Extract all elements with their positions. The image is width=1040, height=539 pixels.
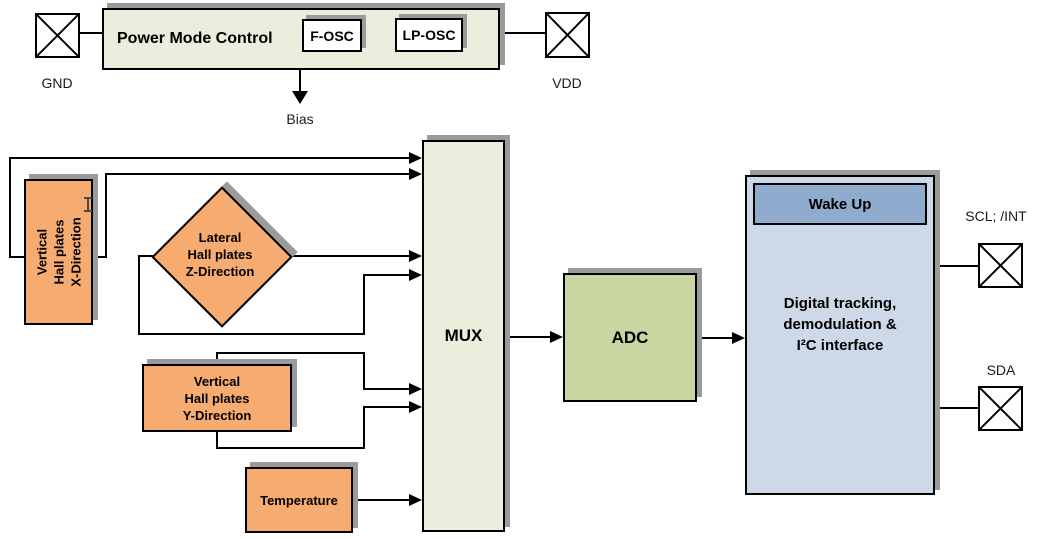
temperature-label: Temperature [260,492,338,508]
wire-hallx-left-stub [9,256,24,258]
wire-hallz-left-stub [138,255,153,257]
gnd-pin-label: GND [41,75,73,91]
i-beam-cursor [84,197,93,212]
wire-digital-to-scl [935,265,978,267]
scl-int-pin-label: SCL; /INT [965,208,1027,224]
pad-cross-icon [980,245,1021,286]
wire-hallz-down [138,255,140,335]
temperature-block: Temperature [245,467,353,533]
wire-digital-to-sda [935,407,978,409]
wire-pmc-to-vdd [500,32,545,34]
wire-hally-bottom-rise [363,406,365,449]
wire-adc-to-digital [697,337,732,339]
hall-x-block: Vertical Hall plates X-Direction [24,179,93,325]
wire-hally-top-drop [363,352,365,390]
bias-arrowhead-icon [292,91,308,104]
bias-label: Bias [286,111,314,127]
wire-hallx-left-riser [9,157,11,258]
mux-input3-arrowhead-icon [409,250,422,262]
vdd-pad [545,12,590,58]
lp-osc-block: LP-OSC [395,18,463,52]
mux-label: MUX [444,326,483,345]
vdd-pin-label: VDD [552,75,582,91]
f-osc-label: F-OSC [310,27,354,44]
wire-hally-bottom-run [216,447,365,449]
wire-hally-top-run [216,352,365,354]
wire-hally-bottom-stub [216,432,218,449]
mux-input1-arrowhead-icon [409,152,422,164]
hall-z-label: Lateral Hall plates Z-Direction [185,230,255,279]
digital-block-label: Digital tracking, demodulation & I²C int… [783,295,897,354]
mux-input5-arrowhead-icon [409,383,422,395]
wire-hally-to-mux-6 [363,406,409,408]
wire-hally-to-mux-5 [363,388,409,390]
mux-input6-arrowhead-icon [409,401,422,413]
wire-hally-top-stub [216,352,218,364]
sda-pin-label: SDA [986,362,1016,378]
wire-mux-to-adc [505,336,550,338]
power-mode-control-label: Power Mode Control [117,30,273,47]
wire-hallx-right-riser [105,173,107,258]
wire-hallx-right-stub [93,256,107,258]
wire-gnd-to-pmc [80,32,102,34]
wire-bias [299,70,301,92]
hall-x-label: Vertical Hall plates X-Direction [34,217,83,287]
sda-pad [978,386,1023,431]
adc-label: ADC [611,327,649,347]
digital-block: Wake Up Digital tracking, demodulation &… [745,175,935,495]
wire-hallz-to-mux-3 [287,255,409,257]
wire-temperature-to-mux-7 [353,499,409,501]
gnd-pad [35,13,80,58]
lp-osc-label: LP-OSC [402,27,456,43]
pad-cross-icon [980,388,1021,429]
mux-input7-arrowhead-icon [409,494,422,506]
wire-hallz-to-mux-4 [363,274,409,276]
mux-block: MUX [422,140,505,532]
digital-input-arrowhead-icon [732,332,745,344]
adc-input-arrowhead-icon [550,331,563,343]
wake-up-label: Wake Up [808,195,872,213]
pad-cross-icon [547,14,588,56]
wire-hallx-to-mux-1 [9,157,409,159]
hall-y-block: Vertical Hall plates Y-Direction [142,364,292,432]
pad-cross-icon [37,15,78,56]
wire-hallz-bottom-run [138,333,365,335]
mux-input2-arrowhead-icon [409,168,422,180]
wake-up-block: Wake Up [753,183,927,225]
scl-int-pad [978,243,1023,288]
adc-block: ADC [563,273,697,402]
f-osc-block: F-OSC [302,19,362,52]
wire-hallz-up [363,274,365,335]
mux-input4-arrowhead-icon [409,269,422,281]
wire-hallx-to-mux-2 [105,173,409,175]
